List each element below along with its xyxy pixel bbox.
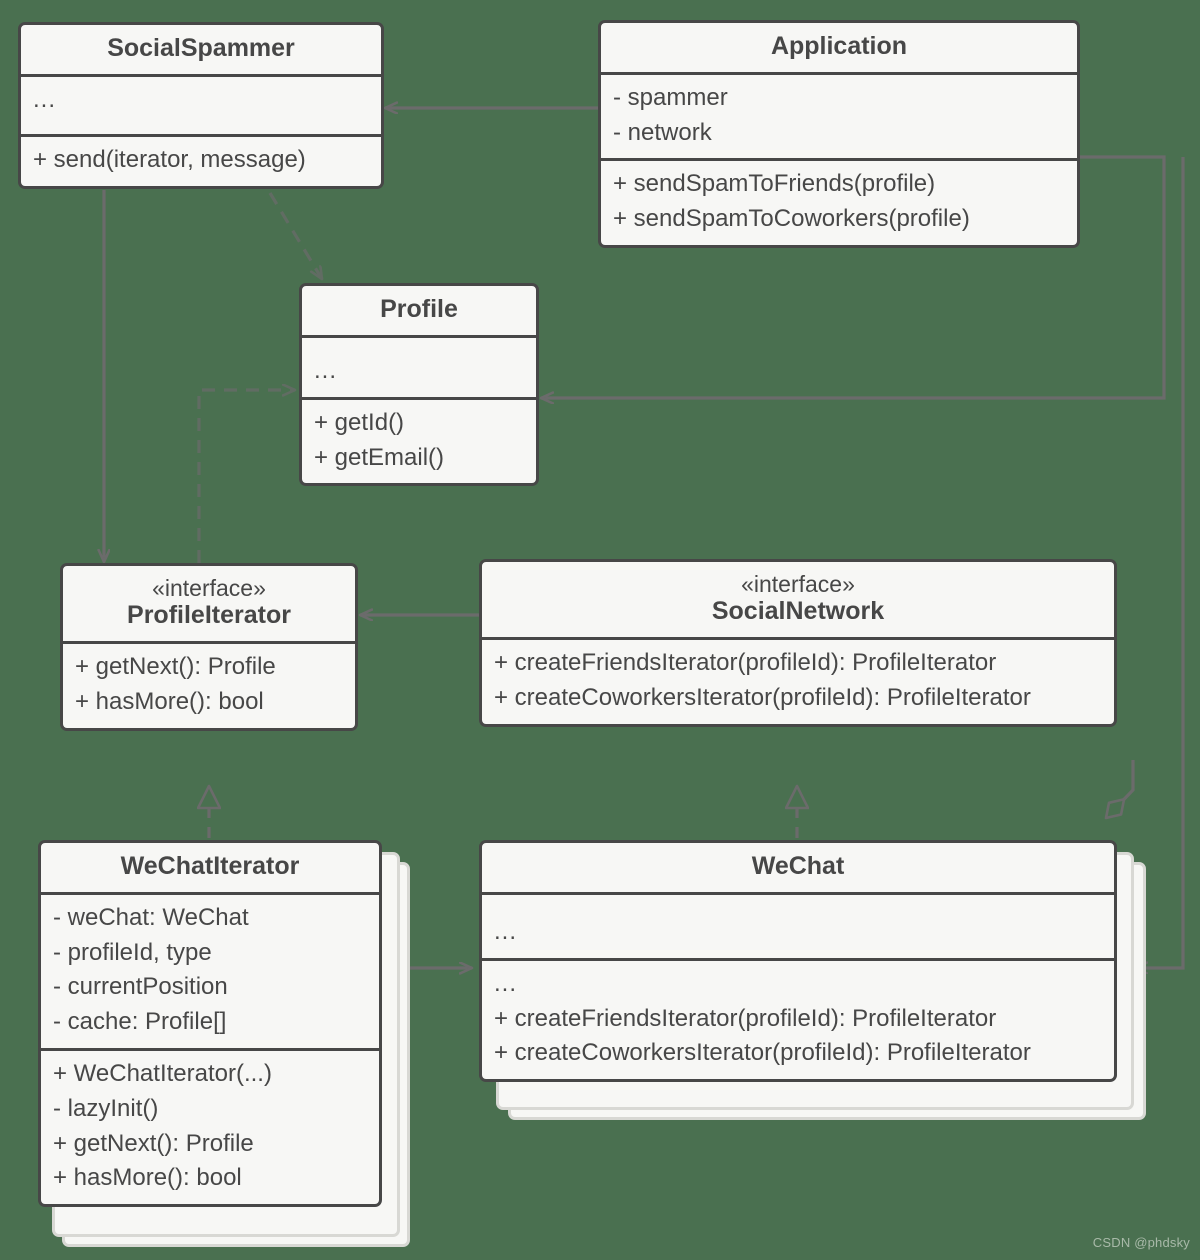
attribute-row: - spammer — [613, 83, 728, 111]
edge-aggregation-diamond-stub — [1104, 760, 1135, 820]
class-name-label: SocialSpammer — [107, 34, 295, 62]
attribute-row: - currentPosition — [53, 973, 228, 1001]
method-row: + send(iterator, message) — [33, 145, 306, 173]
method-row: + hasMore(): bool — [53, 1164, 242, 1192]
method-row: + sendSpamToFriends(profile) — [613, 170, 936, 198]
class-title-profile: Profile — [302, 286, 536, 335]
method-row: + createFriendsIterator(profileId): Prof… — [494, 649, 997, 677]
class-attributes-wechat-iterator: - weChat: WeChat - profileId, type - cur… — [41, 891, 379, 1048]
class-name-label: WeChatIterator — [120, 852, 300, 880]
class-methods-social-network: + createFriendsIterator(profileId): Prof… — [482, 637, 1114, 724]
method-row: + WeChatIterator(...) — [53, 1059, 272, 1087]
class-attributes-profile: ... — [302, 334, 536, 397]
edge-profileiterator-to-profile — [197, 390, 295, 563]
class-box-profile-iterator[interactable]: «interface» ProfileIterator + getNext():… — [60, 563, 358, 731]
method-row: + createFriendsIterator(profileId): Prof… — [494, 1004, 997, 1032]
class-title-profile-iterator: «interface» ProfileIterator — [63, 566, 355, 641]
method-row: ... — [494, 969, 518, 997]
attribute-row: - weChat: WeChat — [53, 903, 249, 931]
method-row: + createCoworkersIterator(profileId): Pr… — [494, 683, 1031, 711]
edge-socialspammer-to-profile — [268, 192, 324, 279]
attribute-row: - network — [613, 118, 712, 146]
class-title-wechat-iterator: WeChatIterator — [41, 843, 379, 892]
class-stereotype-label: «interface» — [741, 571, 855, 597]
attribute-row: ... — [494, 917, 518, 945]
class-box-application[interactable]: Application - spammer - network + sendSp… — [598, 20, 1080, 248]
class-box-social-spammer[interactable]: SocialSpammer ... + send(iterator, messa… — [18, 22, 384, 189]
class-methods-profile-iterator: + getNext(): Profile + hasMore(): bool — [63, 641, 355, 728]
class-title-application: Application — [601, 23, 1077, 72]
class-name-label: Application — [770, 32, 908, 60]
class-name-label: WeChat — [751, 852, 845, 880]
class-box-profile[interactable]: Profile ... + getId() + getEmail() — [299, 283, 539, 487]
attribute-row: ... — [33, 85, 57, 113]
method-row: - lazyInit() — [53, 1094, 159, 1122]
class-methods-social-spammer: + send(iterator, message) — [21, 133, 381, 186]
class-attributes-application: - spammer - network — [601, 71, 1077, 159]
attribute-row: ... — [314, 356, 338, 384]
attribute-row: - cache: Profile[] — [53, 1008, 227, 1036]
method-row: + hasMore(): bool — [75, 687, 264, 715]
method-row: + getNext(): Profile — [53, 1129, 254, 1157]
class-name-label: ProfileIterator — [127, 601, 291, 630]
class-box-wechat[interactable]: WeChat ... ... + createFriendsIterator(p… — [479, 840, 1117, 1083]
class-title-social-network: «interface» SocialNetwork — [482, 562, 1114, 637]
class-box-wechat-iterator[interactable]: WeChatIterator - weChat: WeChat - profil… — [38, 840, 382, 1208]
class-methods-wechat: ... + createFriendsIterator(profileId): … — [482, 957, 1114, 1079]
class-name-label: Profile — [380, 295, 458, 323]
class-attributes-social-spammer: ... — [21, 73, 381, 134]
class-title-wechat: WeChat — [482, 843, 1114, 892]
class-name-label: SocialNetwork — [711, 597, 885, 626]
class-stereotype-label: «interface» — [152, 575, 266, 601]
method-row: + getNext(): Profile — [75, 653, 276, 681]
class-title-social-spammer: SocialSpammer — [21, 25, 381, 74]
method-row: + sendSpamToCoworkers(profile) — [613, 205, 970, 233]
class-methods-wechat-iterator: + WeChatIterator(...) - lazyInit() + get… — [41, 1047, 379, 1204]
class-methods-application: + sendSpamToFriends(profile) + sendSpamT… — [601, 158, 1077, 245]
method-row: + createCoworkersIterator(profileId): Pr… — [494, 1039, 1031, 1067]
method-row: + getEmail() — [314, 443, 445, 471]
watermark-label: CSDN @phdsky — [1092, 1235, 1190, 1250]
class-box-social-network[interactable]: «interface» SocialNetwork + createFriend… — [479, 559, 1117, 727]
class-attributes-wechat: ... — [482, 891, 1114, 958]
attribute-row: - profileId, type — [53, 938, 212, 966]
class-methods-profile: + getId() + getEmail() — [302, 396, 536, 484]
method-row: + getId() — [314, 408, 405, 436]
edge-application-to-wechat-aggregation — [1135, 157, 1185, 968]
